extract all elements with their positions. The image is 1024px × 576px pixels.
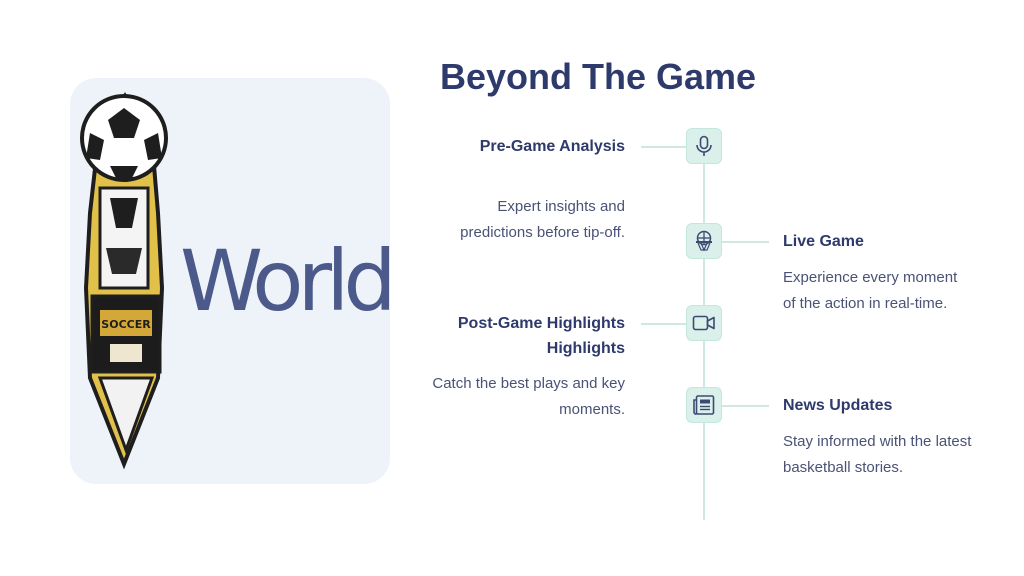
worldcup-logo-graphic: SOCCER WorldCup [80, 92, 390, 470]
newspaper-icon [693, 395, 715, 415]
microphone-icon [696, 135, 712, 156]
pre-game-analysis-title: Pre-Game Analysis [479, 138, 625, 155]
connector-live-game [721, 241, 769, 243]
post-game-highlights-title: Post-Game Highlights Highlights [457, 315, 625, 357]
pre-game-analysis-description: Expert insights and predictions before t… [460, 198, 625, 241]
timeline-node-post-game [686, 305, 722, 341]
post-game-highlights-description: Catch the best plays and key moments. [432, 375, 625, 418]
video-camera-icon [692, 315, 715, 331]
connector-post-game [641, 323, 687, 325]
badge-text: SOCCER [101, 318, 151, 331]
connector-pre-game [641, 146, 687, 148]
worldcup-logo-image: SOCCER WorldCup [70, 78, 390, 484]
live-game-title: Live Game [783, 233, 864, 250]
timeline-node-pre-game [686, 128, 722, 164]
basketball-icon [696, 230, 712, 252]
news-updates-title: News Updates [783, 397, 893, 414]
connector-news [721, 405, 769, 407]
page-title: Beyond The Game [440, 56, 757, 97]
timeline-node-news [686, 387, 722, 423]
timeline-node-live-game [686, 223, 722, 259]
worldcup-logo-text: WorldCup [180, 232, 390, 330]
news-updates-description: Stay informed with the latest basketball… [783, 433, 972, 476]
live-game-description: Experience every moment of the action in… [783, 269, 958, 312]
